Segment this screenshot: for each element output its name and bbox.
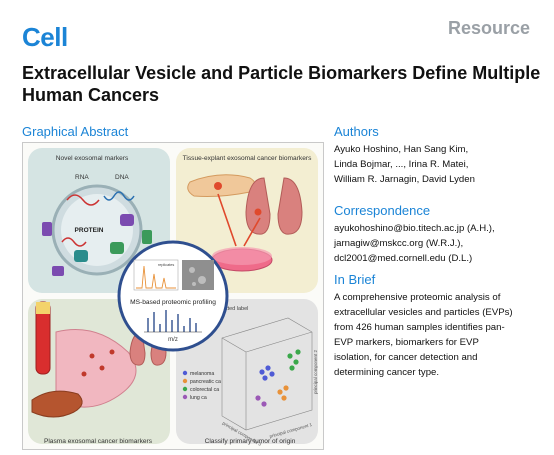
graphical-abstract-figure: Novel exosomal markers Tissue-explant ex… bbox=[22, 142, 324, 450]
tissue-illustration bbox=[187, 174, 303, 272]
graphical-abstract-heading: Graphical Abstract bbox=[22, 124, 129, 139]
section-label: Resource bbox=[447, 18, 530, 38]
in-brief-line: EVP markers, biomarkers for EVP bbox=[334, 337, 479, 348]
tumor-dot-lung bbox=[254, 208, 262, 216]
legend-colorectal: colorectal ca bbox=[190, 387, 219, 393]
protein-purple-3 bbox=[52, 266, 64, 276]
mz-label: m/z bbox=[168, 337, 178, 343]
ms-profiling-label: MS-based proteomic profiling bbox=[130, 299, 216, 306]
in-brief-line: determining cancer type. bbox=[334, 367, 440, 378]
authors-line: Ayuko Hoshino, Han Sang Kim, bbox=[334, 144, 469, 155]
cluster-pancreatic bbox=[277, 385, 289, 401]
in-brief-heading: In Brief bbox=[334, 272, 376, 287]
panel-title-bottom-left: Plasma exosomal cancer biomarkers bbox=[44, 438, 153, 445]
panel-title-top-left: Novel exosomal markers bbox=[56, 155, 129, 162]
correspondence-email[interactable]: dcl2001@med.cornell.edu (D.L.) bbox=[334, 253, 473, 264]
cluster-lung bbox=[255, 395, 267, 407]
axis-pc2: principal component 2 bbox=[313, 349, 318, 394]
in-brief-line: extracellular vesicles and particles (EV… bbox=[334, 307, 513, 318]
protein-purple-2 bbox=[42, 222, 52, 236]
pca-legend: melanoma pancreatic ca colorectal ca lun… bbox=[182, 370, 221, 401]
predicted-label-text: Predicted label bbox=[212, 306, 248, 312]
protein-label: PROTEIN bbox=[75, 227, 104, 234]
vessel bbox=[55, 329, 137, 408]
liver-icon bbox=[31, 390, 83, 418]
tumor-dot-pancreas bbox=[214, 182, 222, 190]
cluster-colorectal bbox=[287, 349, 301, 371]
in-brief-line: A comprehensive proteomic analysis of bbox=[334, 292, 501, 303]
legend-lung: lung ca bbox=[190, 395, 207, 401]
ms-spectrum-bars bbox=[147, 310, 197, 332]
in-brief-line: isolation, for cancer detection and bbox=[334, 352, 478, 363]
cluster-melanoma bbox=[259, 365, 275, 381]
protein-purple bbox=[120, 214, 134, 226]
legend-pancreatic: pancreatic ca bbox=[190, 379, 221, 385]
lung-icon bbox=[245, 177, 303, 235]
replicates-label: replicates bbox=[158, 263, 174, 267]
protein-green-2 bbox=[142, 230, 152, 244]
protein-teal bbox=[74, 250, 88, 262]
em-image bbox=[182, 260, 214, 290]
rna-label: RNA bbox=[75, 174, 89, 181]
correspondence-email[interactable]: ayukohoshino@bio.titech.ac.jp (A.H.), bbox=[334, 223, 495, 234]
journal-logo: Cell bbox=[22, 22, 68, 52]
authors-heading: Authors bbox=[334, 124, 379, 139]
dna-label: DNA bbox=[115, 174, 129, 181]
protein-green bbox=[110, 242, 124, 254]
center-ms-profiling: replicates MS-based proteomic profiling … bbox=[117, 240, 229, 352]
correspondence-heading: Correspondence bbox=[334, 203, 431, 218]
authors-line: Linda Bojmar, ..., Irina R. Matei, bbox=[334, 159, 469, 170]
panel-title-bottom-right: Classify primary tumor of origin bbox=[205, 438, 296, 445]
in-brief-line: from 426 human samples identifies pan- bbox=[334, 322, 505, 333]
authors-list: Ayuko Hoshino, Han Sang Kim, Linda Bojma… bbox=[334, 142, 544, 187]
exosome-illustration: RNA DNA PROTEIN bbox=[42, 174, 152, 276]
authors-line: William R. Jarnagin, David Lyden bbox=[334, 174, 475, 185]
correspondence-list: ayukohoshino@bio.titech.ac.jp (A.H.), ja… bbox=[334, 221, 544, 266]
article-title: Extracellular Vesicle and Particle Bioma… bbox=[22, 63, 541, 105]
legend-melanoma: melanoma bbox=[190, 371, 214, 377]
correspondence-email[interactable]: jarnagiw@mskcc.org (W.R.J.), bbox=[334, 238, 464, 249]
in-brief-text: A comprehensive proteomic analysis of ex… bbox=[334, 290, 544, 380]
panel-title-top-right: Tissue-explant exosomal cancer biomarker… bbox=[183, 155, 312, 162]
